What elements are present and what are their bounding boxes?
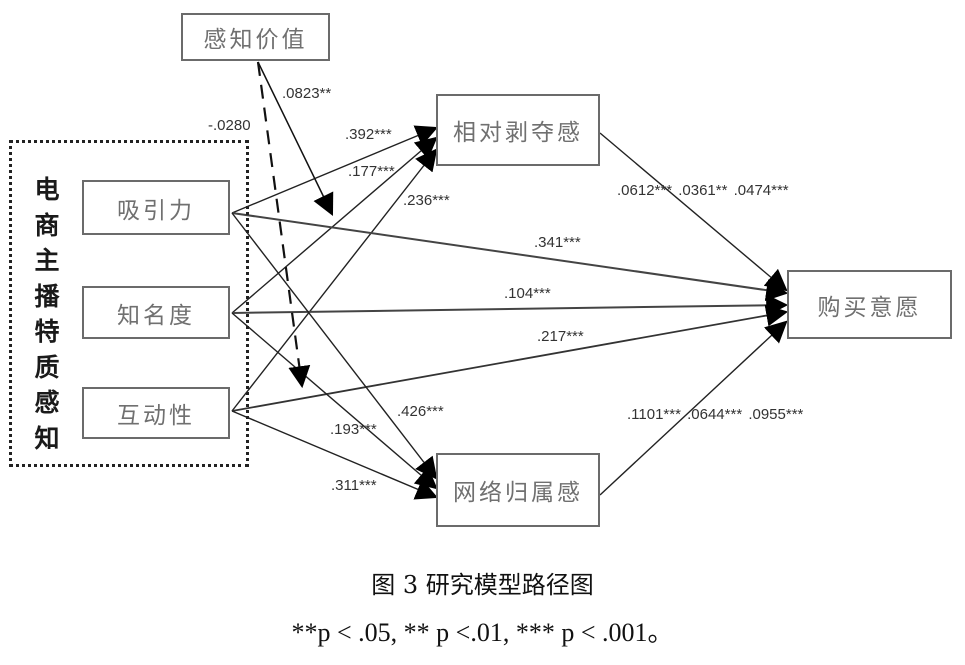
edge-popularity-to-online-belonging	[231, 312, 438, 490]
node-relative-deprivation: 相对剥夺感	[436, 94, 600, 166]
significance-note: **p < .05, ** p <.01, *** p < .001。	[291, 618, 674, 647]
edge-interactivity-to-purchase-intention	[231, 304, 789, 412]
node-online-belonging: 网络归属感	[436, 453, 600, 527]
node-label: 相对剥夺感	[453, 120, 583, 146]
group-label-char: 质	[34, 352, 60, 382]
node-label: 网络归属感	[453, 480, 583, 506]
group-label-char: 知	[34, 423, 60, 453]
group-label-char: 特	[34, 317, 60, 346]
edge-relative-deprivation-to-purchase-intention	[599, 132, 788, 292]
anchor-trait-perception-group	[9, 140, 249, 467]
coef-interactivity-relative-deprivation: .236***	[403, 192, 450, 209]
node-label: 互动性	[117, 403, 195, 429]
coef-attraction-relative-deprivation: .392***	[345, 126, 392, 143]
coef-perceived-value-moderation-dashed: -.0280	[208, 117, 251, 134]
node-label: 感知价值	[203, 27, 308, 53]
node-purchase-intention: 购买意愿	[787, 270, 952, 339]
coef-interactivity-online-belonging: .311***	[331, 477, 377, 494]
edge-attraction-to-relative-deprivation	[231, 125, 439, 214]
edge-online-belonging-to-purchase-intention	[599, 320, 788, 496]
group-label-char: 电	[34, 175, 60, 204]
group-label-char: 感	[34, 388, 60, 417]
edge-interactivity-to-relative-deprivation	[231, 148, 438, 412]
edge-popularity-to-purchase-intention	[231, 294, 789, 317]
coef-attraction-purchase-intention: .341***	[534, 234, 581, 251]
edge-popularity-to-relative-deprivation	[231, 136, 438, 314]
group-label-char: 商	[34, 210, 60, 240]
coef-popularity-purchase-intention: .104***	[504, 285, 551, 302]
coef-attraction-online-belonging: .426***	[397, 403, 444, 420]
node-perceived-value: 感知价值	[181, 13, 330, 61]
coef-relative-deprivation-purchase-intention: .0612*** .0361** .0474***	[617, 182, 789, 199]
figure-title: 图 3 研究模型路径图	[371, 571, 594, 599]
node-label: 购买意愿	[817, 294, 922, 321]
edge-interactivity-to-online-belonging	[231, 410, 439, 500]
coef-perceived-value-moderation: .0823**	[282, 85, 332, 102]
group-label-char: 主	[34, 246, 60, 275]
coef-popularity-relative-deprivation: .177***	[348, 163, 395, 180]
group-label-char: 播	[34, 281, 60, 311]
group-label: 电 商 主 播 特 质 感 知	[32, 172, 62, 456]
node-attraction: 吸引力	[82, 180, 230, 235]
coef-popularity-online-belonging: .193***	[330, 421, 377, 438]
coef-online-belonging-purchase-intention: .1101*** .0644*** .0955***	[627, 406, 804, 423]
node-label: 吸引力	[117, 197, 195, 224]
node-interactivity: 互动性	[82, 387, 230, 439]
edge-attraction-to-purchase-intention	[231, 212, 789, 302]
edge-perceived-value-moderation-dashed	[256, 61, 311, 389]
node-label: 知名度	[117, 302, 195, 329]
node-popularity: 知名度	[82, 286, 230, 339]
edge-perceived-value-moderation-solid	[257, 61, 334, 216]
coef-interactivity-purchase-intention: .217***	[537, 328, 584, 345]
edge-attraction-to-online-belonging	[231, 212, 438, 480]
